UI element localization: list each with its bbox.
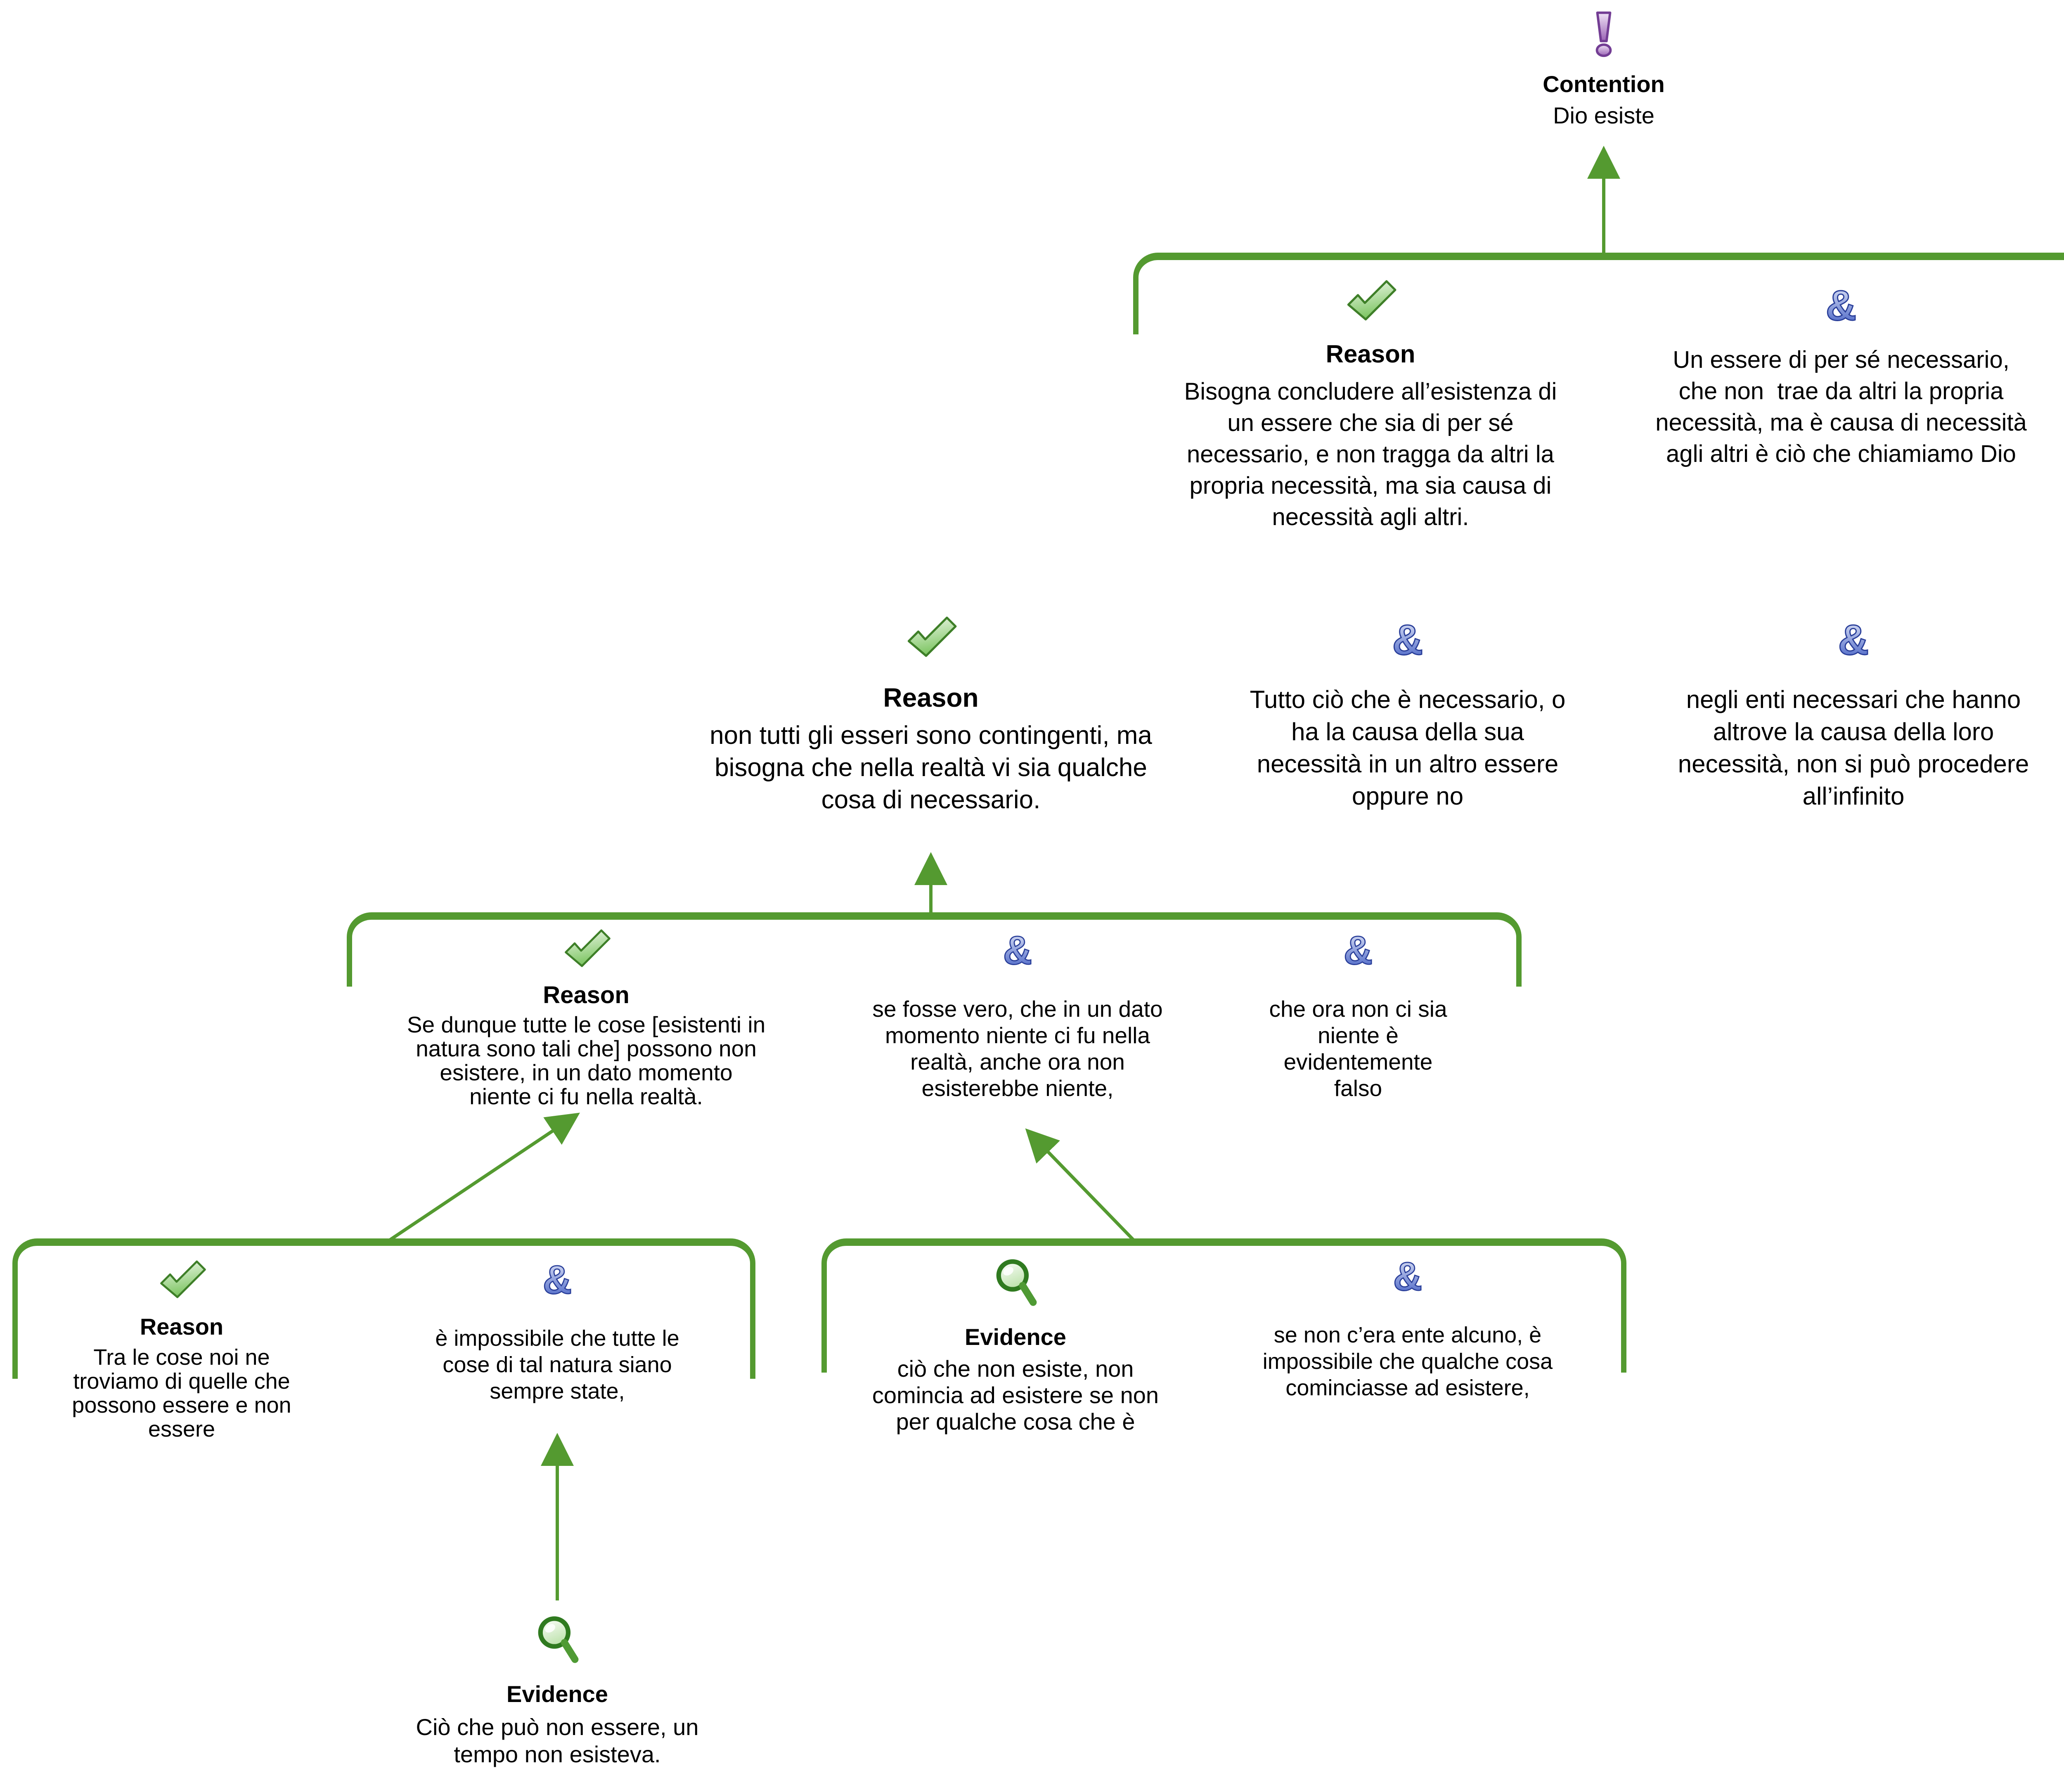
ampersand-icon: & [1214,927,1503,973]
node-contention[interactable]: Contention Dio esiste [1459,10,1748,128]
node-text: se fosse vero, che in un dato momento ni… [872,996,1163,1101]
arrow-to-l3-reason [385,1113,580,1244]
group-bracket-level4-mid [821,1238,1626,1373]
ampersand-icon: & [1647,615,2060,664]
node-title: Evidence [507,1681,608,1707]
svg-text:&: & [1838,617,1869,662]
svg-text:&: & [1393,1255,1422,1297]
node-text: Tra le cose noi ne troviamo di quelle ch… [72,1345,291,1442]
group-bracket-level4-left [12,1238,755,1379]
ampersand-icon: & [1210,615,1606,664]
node-copremise-level4-left[interactable]: & è impossibile che tutte le cose di tal… [382,1257,733,1404]
node-copremise-level4-mid[interactable]: & se non c’era ente alcuno, è impossibil… [1201,1253,1614,1401]
svg-text:&: & [1392,617,1423,662]
node-copremise-level3-2[interactable]: & che ora non ci sia niente è evidenteme… [1214,927,1503,1101]
group-bracket-level1 [1133,253,2064,334]
node-copremise-level1[interactable]: & Un essere di per sé necessario, che no… [1614,281,2064,470]
arrow-to-l2-reason [914,852,947,913]
arrow-to-l4-and [541,1433,574,1600]
node-text: Ciò che può non essere, un tempo non esi… [416,1714,699,1767]
check-icon [1133,279,1608,324]
check-icon [673,615,1189,660]
ampersand-icon: & [1201,1253,1614,1300]
node-text: Dio esiste [1553,102,1655,128]
arrow-to-contention [1587,146,1620,255]
check-icon [326,928,846,971]
exclamation-icon [1459,10,1748,61]
node-title: Reason [140,1314,224,1340]
magnifier-icon [817,1255,1214,1314]
node-text: se non c’era ente alcuno, è impossibile … [1262,1323,1553,1400]
node-text: non tutti gli esseri sono contingenti, m… [710,721,1152,814]
node-text: Un essere di per sé necessario, che non … [1655,346,2027,467]
svg-text:&: & [1826,283,1856,327]
node-evidence-bottom[interactable]: Evidence Ciò che può non essere, un temp… [359,1612,755,1768]
node-evidence-level4[interactable]: Evidence ciò che non esiste, non cominci… [817,1255,1214,1435]
group-bracket-level3 [347,912,1522,987]
node-title: Reason [1326,340,1415,368]
node-text: Tutto ciò che è necessario, o ha la caus… [1250,686,1566,810]
node-reason-level1[interactable]: Reason Bisogna concludere all’esistenza … [1133,279,1608,533]
node-text: negli enti necessari che hanno altrove l… [1678,686,2029,810]
node-text: Se dunque tutte le cose [esistenti in na… [407,1012,766,1109]
node-copremise-level3-1[interactable]: & se fosse vero, che in un dato momento … [828,927,1207,1101]
node-text: è impossibile che tutte le cose di tal n… [435,1326,679,1404]
node-copremise-level2-2[interactable]: & negli enti necessari che hanno altrove… [1647,615,2060,812]
node-reason-level2[interactable]: Reason non tutti gli esseri sono conting… [673,615,1189,816]
node-reason-level3[interactable]: Reason Se dunque tutte le cose [esistent… [326,928,846,1108]
node-title: Contention [1543,71,1665,97]
svg-text:&: & [1003,929,1032,971]
node-title: Reason [543,982,630,1008]
check-icon [17,1259,347,1302]
svg-text:&: & [1344,929,1373,971]
svg-text:&: & [543,1258,572,1300]
node-title: Evidence [965,1324,1066,1350]
node-title: Reason [883,683,979,713]
node-text: Bisogna concludere all’esistenza di un e… [1184,378,1557,530]
ampersand-icon: & [828,927,1207,973]
ampersand-icon: & [1614,281,2064,330]
magnifier-icon [359,1612,755,1671]
node-text: ciò che non esiste, non comincia ad esis… [872,1356,1159,1435]
node-copremise-level2-1[interactable]: & Tutto ciò che è necessario, o ha la ca… [1210,615,1606,812]
ampersand-icon: & [382,1257,733,1303]
arrow-to-l3-and1 [1025,1128,1137,1244]
node-text: che ora non ci sia niente è evidentement… [1269,996,1447,1101]
node-reason-level4[interactable]: Reason Tra le cose noi ne troviamo di qu… [17,1259,347,1441]
